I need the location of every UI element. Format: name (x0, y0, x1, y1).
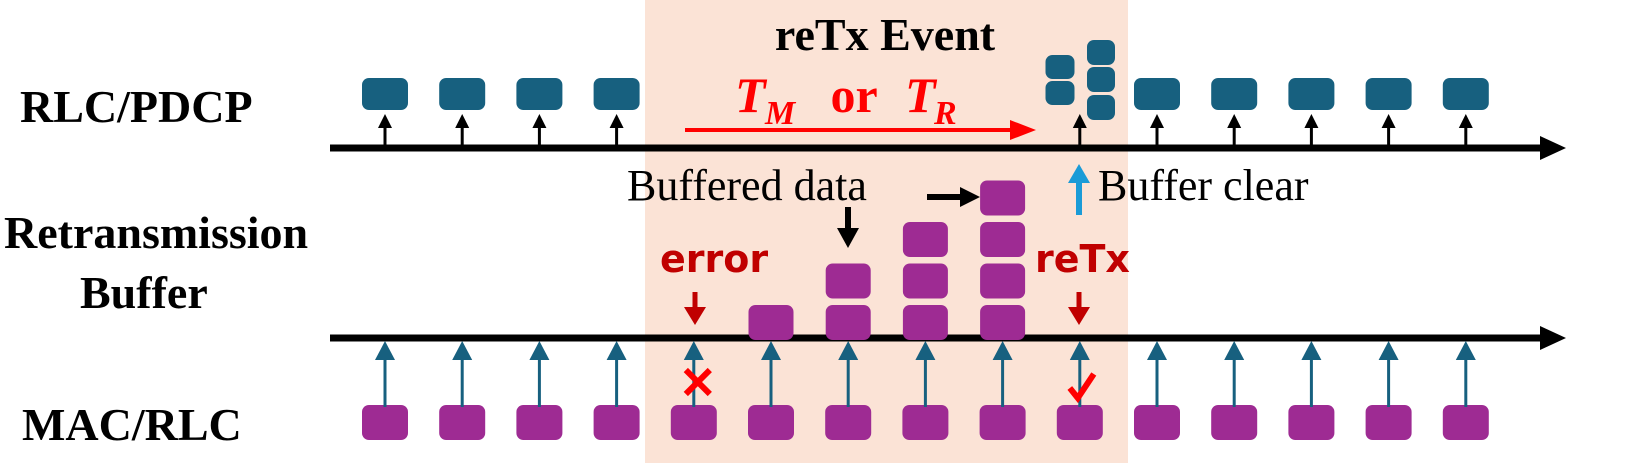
buffered-packet (980, 180, 1026, 216)
mac-rlc-packet (1288, 405, 1335, 440)
timer-sub-m: M (764, 95, 797, 132)
mac-rlc-packet (439, 405, 486, 440)
buffered-packet (980, 305, 1026, 340)
delivered-packet (1087, 40, 1115, 65)
rlc-pdcp-packet (1442, 78, 1489, 110)
mac-rlc-packet (979, 405, 1026, 440)
rlc-pdcp-packet (1288, 78, 1335, 110)
uplink-arrow-head (378, 114, 392, 128)
buffer-clear-label: Buffer clear (1098, 161, 1309, 210)
mac-rlc-packet (1365, 405, 1412, 440)
buffered-data-label: Buffered data (627, 161, 867, 210)
error-arrow (684, 292, 706, 325)
buffered-data-right-arrow (927, 187, 980, 207)
buffered-packet (902, 305, 948, 340)
timer-or: or (818, 67, 889, 123)
uplink-arrow-head (1150, 114, 1164, 128)
mac-rlc-packet (825, 405, 872, 440)
mac-arrow-head (1378, 341, 1399, 360)
rlc-pdcp-packet (516, 78, 563, 110)
timer-arrow (685, 120, 1036, 140)
mac-rlc-packet (1056, 405, 1103, 440)
mac-rlc-packet (1442, 405, 1489, 440)
timer-t-m: T (735, 67, 768, 123)
mac-rlc-packet (516, 405, 563, 440)
mac-rlc-packet (1134, 405, 1180, 440)
retx-event-highlight (645, 0, 1128, 463)
error-label: error (660, 237, 768, 281)
rlc-pdcp-packet (439, 78, 486, 110)
mac-arrow-head (1069, 341, 1090, 360)
rlc-pdcp-packet (1365, 78, 1412, 110)
timer-label: T M or T R (735, 67, 957, 132)
mac-rlc-packet (670, 405, 717, 440)
timer-sub-r: R (933, 95, 957, 132)
mac-arrow-head (992, 341, 1013, 360)
mac-arrow-head (683, 341, 704, 360)
buffer-label: Buffer (80, 267, 208, 318)
top-timeline-axis (330, 136, 1566, 160)
rlc-pdcp-label: RLC/PDCP (20, 81, 253, 132)
mac-arrow-head (375, 341, 395, 360)
uplink-arrow-head (1072, 114, 1087, 128)
retx-event-title: reTx Event (775, 9, 996, 60)
rlc-pdcp-packet (1134, 78, 1180, 110)
mac-rlc-packet (362, 405, 408, 440)
delivered-packet (1045, 55, 1075, 79)
buffered-packet (980, 222, 1026, 257)
buffered-packet (748, 305, 794, 340)
uplink-arrow-head (1304, 114, 1319, 128)
rlc-pdcp-packet (593, 78, 640, 110)
mac-arrow-head (1147, 341, 1167, 360)
retx-label: reTx (1035, 237, 1130, 281)
mac-arrow-head (1301, 341, 1322, 360)
uplink-arrow-head (532, 114, 547, 128)
mac-arrow-head (1455, 341, 1476, 360)
buffered-packet (825, 305, 871, 340)
mac-arrow-head (529, 341, 550, 360)
mac-arrow-head (452, 341, 473, 360)
mac-rlc-label: MAC/RLC (22, 399, 242, 450)
uplink-arrow-head (1381, 114, 1396, 128)
success-check-icon (1067, 372, 1097, 404)
delivered-packet (1045, 81, 1075, 105)
mac-arrow-head (606, 341, 627, 360)
uplink-arrow-head (455, 114, 470, 128)
mac-arrow-head (838, 341, 859, 360)
uplink-arrow-head (1227, 114, 1242, 128)
mac-arrow-head (1224, 341, 1245, 360)
delivered-packet (1087, 95, 1115, 120)
retransmission-label: Retransmission (4, 207, 308, 258)
mac-arrow-head (761, 341, 781, 360)
buffered-packet (980, 263, 1026, 299)
mac-rlc-packet (1211, 405, 1258, 440)
mac-arrow-head (915, 341, 936, 360)
error-x-icon (683, 367, 712, 397)
mac-rlc-packet (748, 405, 794, 440)
buffer-clear-arrow (1068, 164, 1090, 215)
rlc-pdcp-packet (1211, 78, 1258, 110)
buffered-packet (825, 263, 871, 299)
uplink-arrow-head (1458, 114, 1473, 128)
delivered-packet (1087, 67, 1115, 92)
buffered-packet (902, 222, 948, 257)
buffered-data-down-arrow (837, 207, 859, 248)
timer-t-r: T (905, 67, 938, 123)
uplink-arrow-head (609, 114, 624, 128)
rlc-pdcp-packet (362, 78, 408, 110)
buffered-packet (902, 263, 948, 299)
mac-rlc-packet (902, 405, 949, 440)
retx-arrow (1068, 292, 1090, 325)
mac-rlc-packet (593, 405, 640, 440)
